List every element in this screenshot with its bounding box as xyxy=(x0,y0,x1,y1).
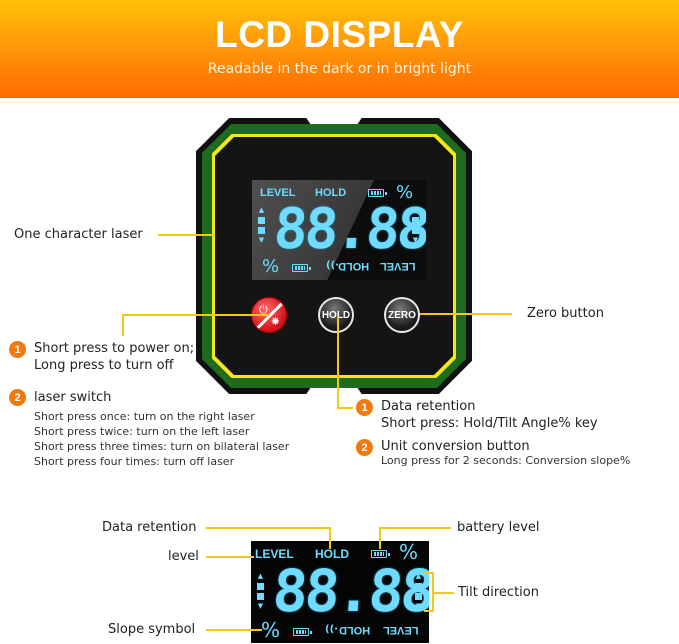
data-retention-line-h xyxy=(206,527,330,529)
hold-button[interactable]: HOLD xyxy=(318,297,354,333)
data-retention-line-v xyxy=(329,527,331,549)
legend-tilt-direction: Tilt direction xyxy=(458,585,539,600)
laser-switch-detail: Short press once: turn on the right lase… xyxy=(34,410,255,423)
header-banner: LCD DISPLAY Readable in the dark or in b… xyxy=(0,0,679,98)
tilt-bracket-v xyxy=(432,572,434,612)
tilt-down-icon: ▼ xyxy=(415,602,422,610)
lcd-level-label: LEVEL xyxy=(255,547,294,561)
slope-percent-icon: % xyxy=(262,256,280,277)
badge-2: 2 xyxy=(356,439,373,456)
tilt-down-icon: ▼ xyxy=(258,236,265,244)
tilt-down-icon: ▼ xyxy=(412,236,419,244)
slope-line xyxy=(206,629,262,631)
hold-button-label: HOLD xyxy=(321,309,351,321)
hold-callout-title2: Unit conversion button xyxy=(381,439,530,454)
banner-title: LCD DISPLAY xyxy=(215,14,464,55)
lcd-detail-diagram: LEVEL HOLD % ▲ ▼ 88.88 ▲ ▼ % ((· HOLD LE… xyxy=(251,541,429,643)
tilt-indicator-right: ▲ ▼ xyxy=(412,207,419,244)
zero-button-label: ZERO xyxy=(388,309,416,321)
hold-callout-desc2: Long press for 2 seconds: Conversion slo… xyxy=(381,454,631,467)
power-callout-line1: Short press to power on; xyxy=(34,341,195,356)
tilt-up-icon: ▲ xyxy=(257,572,264,580)
laser-switch-title: laser switch xyxy=(34,390,112,405)
power-callout-line-h xyxy=(123,314,270,316)
laser-icon: ✸ xyxy=(270,315,280,328)
lcd-digits: 88.88 xyxy=(270,557,429,625)
zero-callout: Zero button xyxy=(527,306,604,321)
tilt-bracket-bottom xyxy=(424,610,434,612)
lcd-hold-label: HOLD xyxy=(315,547,349,561)
lcd-level-flipped: LEVEL xyxy=(383,624,419,636)
battery-icon xyxy=(371,550,390,558)
laser-switch-detail: Short press three times: turn on bilater… xyxy=(34,440,290,453)
lcd-hold-flipped: HOLD xyxy=(338,260,370,272)
badge-1: 1 xyxy=(356,399,373,416)
zero-callout-line xyxy=(420,313,512,315)
battery-icon-flipped xyxy=(292,264,311,272)
legend-level: level xyxy=(168,549,199,564)
battery-icon-flipped xyxy=(293,628,312,636)
slope-percent-icon: % xyxy=(261,618,281,642)
battery-line-h xyxy=(379,527,451,529)
hold-callout-line-h xyxy=(337,407,353,409)
laser-switch-detail: Short press twice: turn on the left lase… xyxy=(34,425,250,438)
battery-icon xyxy=(368,189,387,197)
zero-button[interactable]: ZERO xyxy=(384,297,420,333)
lcd-level-label: LEVEL xyxy=(260,187,296,199)
tilt-bracket-top xyxy=(424,572,434,574)
power-callout-line-v xyxy=(122,314,124,336)
percent-icon: % xyxy=(396,182,414,203)
signal-icon: ((· xyxy=(326,260,339,271)
tilt-up-icon: ▲ xyxy=(258,206,265,214)
lcd-hold-flipped: HOLD xyxy=(339,624,371,636)
tilt-indicator-right: ▲ ▼ xyxy=(415,573,422,610)
banner-subtitle: Readable in the dark or in bright light xyxy=(207,61,472,77)
laser-callout: One character laser xyxy=(14,227,143,242)
lcd-digits: 88.88 xyxy=(271,197,426,262)
laser-switch-detail: Short press four times: turn off laser xyxy=(34,455,235,468)
legend-slope-symbol: Slope symbol xyxy=(108,622,196,637)
tilt-down-icon: ▼ xyxy=(257,602,264,610)
hold-callout-desc1: Short press: Hold/Tilt Angle% key xyxy=(381,416,598,431)
tilt-line xyxy=(434,592,454,594)
lcd-screen: LEVEL HOLD % ▲ ▼ 88.88 ▲ ▼ % ((· HOLD LE… xyxy=(252,180,426,280)
hold-callout-title1: Data retention xyxy=(381,399,476,414)
signal-icon: ((· xyxy=(325,624,338,635)
tilt-indicator-left: ▲ ▼ xyxy=(258,207,265,244)
power-callout-line2: Long press to turn off xyxy=(34,358,174,373)
legend-data-retention: Data retention xyxy=(102,520,197,535)
tilt-up-icon: ▲ xyxy=(412,206,419,214)
hold-callout-line-v xyxy=(337,317,339,408)
percent-icon: % xyxy=(399,541,419,564)
lcd-hold-label: HOLD xyxy=(315,187,347,199)
badge-1: 1 xyxy=(9,341,26,358)
lcd-level-flipped: LEVEL xyxy=(380,260,416,272)
legend-battery-level: battery level xyxy=(457,520,540,535)
tilt-indicator-left: ▲ ▼ xyxy=(257,573,264,610)
laser-callout-line xyxy=(158,234,214,236)
level-line xyxy=(206,556,254,558)
battery-line-v xyxy=(379,527,381,549)
badge-2: 2 xyxy=(9,389,26,406)
power-icon: ⏻ xyxy=(259,303,268,316)
tilt-up-icon: ▲ xyxy=(415,572,422,580)
